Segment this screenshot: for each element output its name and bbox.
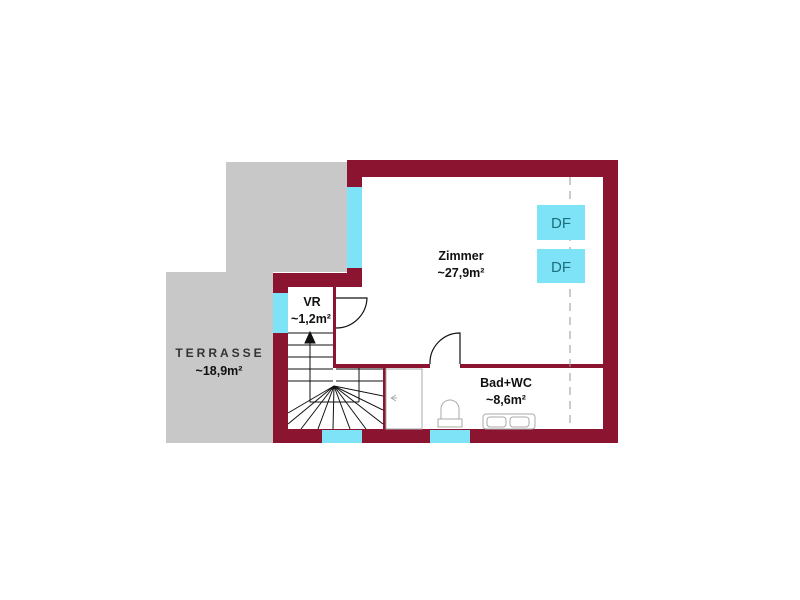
doors (335, 297, 461, 365)
skylights: DF DF (537, 205, 585, 283)
skylight (537, 205, 585, 240)
fixtures (385, 368, 536, 430)
window (322, 430, 362, 443)
terrace-area (166, 162, 347, 443)
toilet-icon (440, 399, 460, 420)
skylight (537, 249, 585, 283)
zimmer-area: ~27,9m² (438, 266, 485, 280)
window (273, 293, 288, 333)
bath-area: ~8,6m² (486, 393, 526, 407)
shower (385, 368, 423, 430)
skylight-label: DF (551, 259, 571, 276)
door-bath (429, 332, 461, 365)
staircase (287, 330, 384, 430)
door-vr (335, 297, 368, 329)
vr-area: ~1,2m² (291, 312, 331, 326)
vr-name: VR (303, 295, 320, 309)
windows (273, 187, 470, 443)
toilet-tank (437, 418, 463, 428)
arrow-up-icon (304, 330, 316, 344)
window (347, 187, 362, 268)
skylight-label: DF (551, 215, 571, 232)
terrace-name: TERRASSE (175, 346, 264, 360)
bath-name: Bad+WC (480, 376, 532, 390)
zimmer-name: Zimmer (438, 249, 483, 263)
shower-head-icon (390, 394, 397, 402)
double-sink (482, 413, 536, 430)
terrace-area-label: ~18,9m² (196, 364, 243, 378)
window (430, 430, 470, 443)
